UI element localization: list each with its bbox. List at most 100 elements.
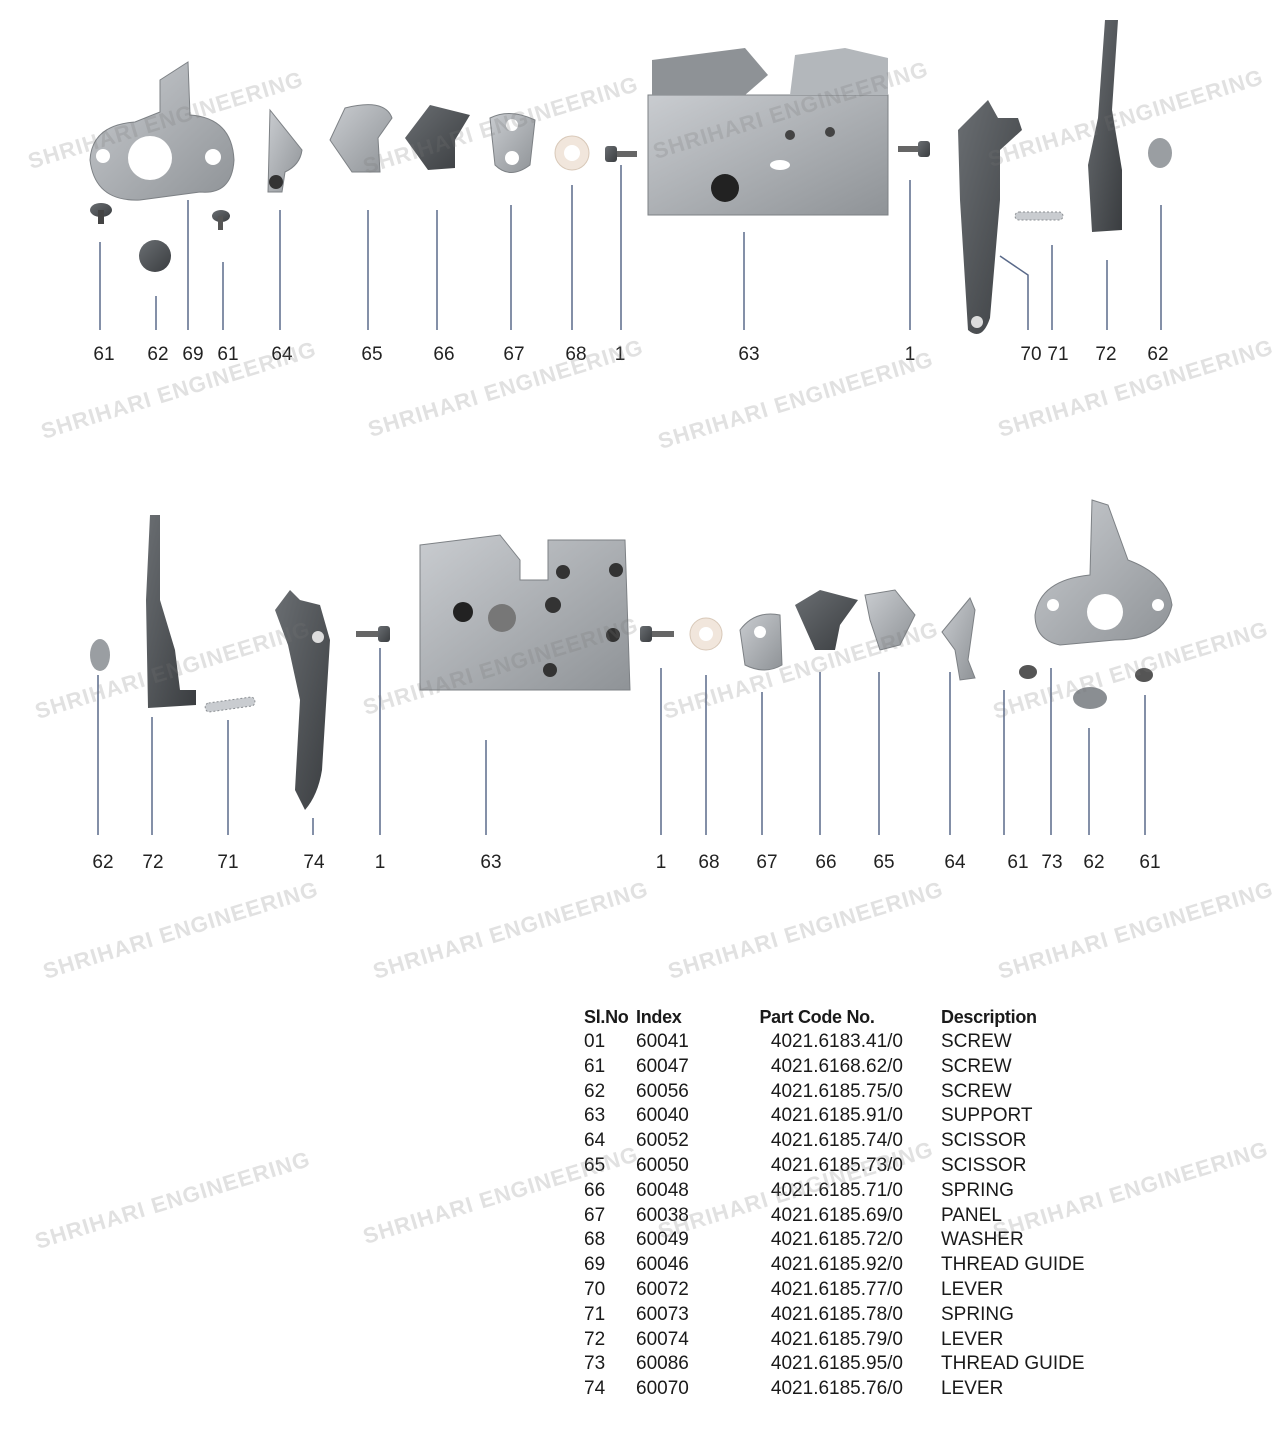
callout-label: 1 [655,852,667,873]
part-1-screw [640,626,674,642]
table-row: 66 60048 4021.6185.71/0 SPRING [580,1179,1101,1204]
table-row: 74 60070 4021.6185.76/0 LEVER [580,1377,1101,1402]
cell-index: 60070 [636,1378,689,1400]
bottom-parts [90,499,1173,810]
cell-index: 60056 [636,1080,689,1102]
watermark: SHRIHARI ENGINEERING [32,1146,314,1254]
cell-index: 60041 [636,1031,689,1052]
table-row: 01 60041 4021.6183.41/0 SCREW [580,1030,1101,1055]
cell-sl-no: 01 [584,1031,606,1052]
callout-label: 62 [1147,344,1169,365]
top-parts [89,20,1172,334]
table-row: 68 60049 4021.6185.72/0 WASHER [580,1228,1101,1253]
callout-label: 64 [271,344,293,365]
part-63-support [419,534,631,691]
callout-label: 62 [92,852,114,873]
cell-index: 60049 [636,1229,689,1251]
cell-description: SUPPORT [941,1105,1033,1127]
cell-sl-no: 71 [584,1303,606,1325]
callout-label: 1 [904,344,916,365]
cell-index: 60047 [636,1055,689,1077]
callout-label: 62 [1083,852,1105,873]
cell-part-code: 4021.6185.77/0 [770,1278,903,1300]
callout-label: 74 [303,852,325,873]
part-69-hole [128,136,172,180]
part-74-lever [275,590,330,810]
cell-part-code: 4021.6185.92/0 [770,1254,903,1276]
cell-part-code: 4021.6185.76/0 [770,1378,903,1400]
part-70-lever [958,100,1022,334]
parts-list-table: Sl.No Index Part Code No. Description 01… [580,1004,1101,1402]
part-61-screw [1135,668,1153,682]
callout-label: 62 [147,344,169,365]
cell-description: WASHER [941,1229,1024,1251]
part-1-screw [605,146,637,162]
callout-label: 71 [217,852,239,873]
cell-sl-no: 68 [584,1229,606,1251]
cell-part-code: 4021.6168.62/0 [770,1055,903,1077]
callout-label: 65 [873,852,895,873]
cell-sl-no: 65 [584,1154,606,1176]
cell-description: THREAD GUIDE [941,1353,1085,1375]
part-69-small-hole [205,149,221,165]
part-62-screw [1148,138,1172,168]
table-row: 71 60073 4021.6185.78/0 SPRING [580,1303,1101,1328]
cell-description: LEVER [941,1278,1004,1300]
cell-description: SPRING [941,1303,1014,1325]
callout-label: 61 [217,344,239,365]
part-73-thread-guide [1034,499,1173,646]
cell-sl-no: 73 [584,1353,606,1375]
cell-description: LEVER [941,1378,1004,1400]
cell-description: SCREW [941,1055,1012,1077]
part-1-screw [898,141,930,157]
part-64-scissor [941,597,976,681]
part-62-screw [139,240,171,272]
callout-label: 66 [815,852,837,873]
cell-index: 60048 [636,1179,689,1201]
cell-sl-no: 61 [584,1055,606,1077]
cell-description: SCREW [941,1080,1012,1102]
part-63-support [647,48,889,216]
cell-index: 60074 [636,1328,689,1350]
cell-part-code: 4021.6185.74/0 [770,1130,903,1152]
cell-sl-no: 70 [584,1278,606,1300]
callout-label: 64 [944,852,966,873]
callout-label: 69 [182,344,204,365]
cell-sl-no: 69 [584,1254,606,1276]
part-61-screw [212,210,230,230]
header-part-code: Part Code No. [759,1006,875,1027]
cell-description: SPRING [941,1179,1014,1201]
header-sl-no: Sl.No [584,1006,629,1027]
callout-label: 72 [1095,344,1117,365]
cell-description: LEVER [941,1328,1004,1350]
cell-sl-no: 74 [584,1378,606,1400]
cell-part-code: 4021.6185.78/0 [770,1303,903,1325]
cell-description: SCISSOR [941,1154,1027,1176]
table-row: 61 60047 4021.6168.62/0 SCREW [580,1055,1101,1080]
cell-part-code: 4021.6183.41/0 [770,1031,903,1052]
part-67-panel [489,113,536,173]
cell-sl-no: 64 [584,1130,606,1152]
cell-part-code: 4021.6185.71/0 [770,1179,903,1201]
part-1-screw [356,626,390,642]
part-61-screw [90,203,112,224]
cell-part-code: 4021.6185.72/0 [770,1229,903,1251]
cell-description: SCREW [941,1031,1012,1052]
part-66-spring [405,105,470,170]
cell-index: 60046 [636,1254,689,1276]
part-66-spring [795,590,858,650]
part-72-lever [1088,20,1122,232]
callout-label: 67 [756,852,778,873]
callout-label: 65 [361,344,383,365]
cell-index: 60050 [636,1154,689,1176]
cell-sl-no: 66 [584,1179,606,1201]
cell-index: 60073 [636,1303,689,1325]
cell-sl-no: 62 [584,1080,606,1102]
callout-label: 63 [738,344,760,365]
